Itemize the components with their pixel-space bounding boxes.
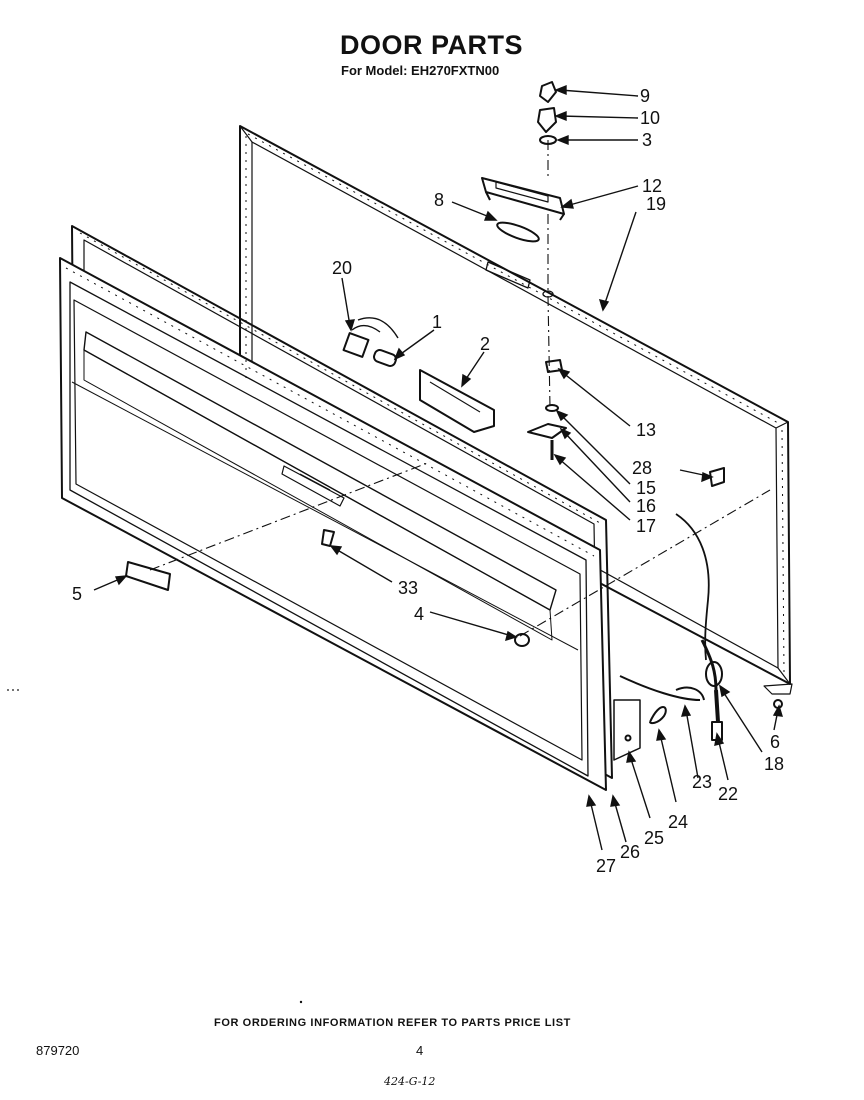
door-bumper [514,633,530,647]
lower-hinge-parts [527,359,567,460]
page-number: 4 [416,1043,424,1058]
callout-5: 5 [72,584,82,604]
plug-button [496,221,540,243]
callout-23: 23 [692,772,712,792]
callout-2: 2 [480,334,490,354]
callout-27: 27 [596,856,616,876]
callout-18: 18 [764,754,784,774]
inner-door-liner [239,125,793,695]
callout-15: 15 [636,478,656,498]
callout-24: 24 [668,812,688,832]
hinge-bracket [481,177,565,221]
callout-1: 1 [432,312,442,332]
ordering-note: FOR ORDERING INFORMATION REFER TO PARTS … [214,1017,571,1029]
callout-25: 25 [644,828,664,848]
callout-16: 16 [636,496,656,516]
callout-13: 13 [636,420,656,440]
callout-4: 4 [414,604,424,624]
screw [321,529,335,547]
callout-6: 6 [770,732,780,752]
switch-and-light [342,317,495,433]
door-panel [59,257,607,791]
nameplate [125,561,171,591]
handwritten-note: 424-G-12 [384,1075,436,1088]
callout-22: 22 [718,784,738,804]
callout-8: 8 [434,190,444,210]
hinge-pin-parts [537,81,557,145]
callout-12: 12 [642,176,662,196]
callout-19: 19 [646,194,666,214]
callout-10: 10 [640,108,660,128]
model-subtitle: For Model: EH270FXTN00 [341,63,500,78]
callout-33: 33 [398,578,418,598]
callout-17: 17 [636,516,656,536]
callout-20: 20 [332,258,352,278]
callout-9: 9 [640,86,650,106]
lower-hinge-and-plate [613,675,705,761]
callout-28: 28 [632,458,652,478]
page-title: DOOR PARTS [340,30,524,60]
callout-26: 26 [620,842,640,862]
callout-3: 3 [642,130,652,150]
document-number: 879720 [36,1043,80,1058]
